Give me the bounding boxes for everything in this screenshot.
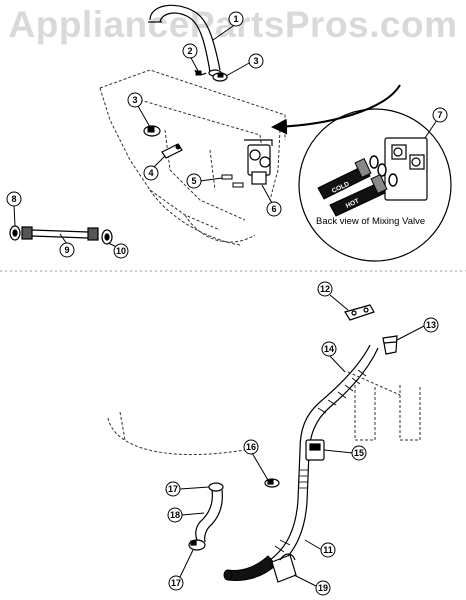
callout-3-left: 3 (127, 92, 151, 128)
callout-14: 14 (321, 341, 346, 373)
callout-8: 8 (6, 191, 22, 227)
elbow-hose-18 (195, 489, 223, 543)
callout-18: 18 (167, 507, 205, 523)
hose-clip-12 (344, 304, 375, 321)
callout-11: 11 (304, 539, 336, 558)
svg-text:18: 18 (170, 510, 180, 520)
svg-text:1: 1 (233, 14, 238, 24)
svg-text:9: 9 (64, 245, 69, 255)
inset-caption: Back view of Mixing Valve (316, 216, 426, 227)
svg-text:14: 14 (324, 344, 334, 354)
callout-9: 9 (59, 233, 75, 258)
svg-text:7: 7 (437, 110, 442, 120)
svg-text:4: 4 (148, 168, 153, 178)
callout-17-top: 17 (165, 481, 210, 497)
pointer-arrow (271, 84, 401, 135)
fill-hose (148, 4, 222, 77)
svg-text:15: 15 (354, 448, 364, 458)
inset-washers (369, 155, 398, 187)
hose-clamp-2 (194, 69, 207, 76)
svg-text:17: 17 (171, 578, 181, 588)
svg-text:19: 19 (318, 583, 328, 593)
callout-6: 6 (261, 184, 282, 217)
svg-text:2: 2 (187, 46, 192, 56)
svg-text:10: 10 (116, 246, 126, 256)
callout-2: 2 (182, 43, 199, 72)
hose-clamp-15 (305, 439, 325, 461)
svg-text:16: 16 (246, 442, 256, 452)
hose-clamp-3-top (212, 72, 228, 82)
callout-17-bottom: 17 (168, 549, 194, 591)
black-drain-hose (223, 555, 277, 581)
callout-7: 7 (424, 107, 448, 139)
svg-text:17: 17 (168, 484, 178, 494)
hose-clamp-3-left (143, 125, 161, 137)
drain-hose (269, 344, 379, 567)
hose-clamp-17-top (208, 482, 224, 492)
svg-text:3: 3 (132, 95, 137, 105)
screws-5 (221, 174, 244, 188)
hose-bracket-19 (271, 553, 297, 583)
callout-10: 10 (107, 242, 129, 259)
svg-text:8: 8 (11, 194, 16, 204)
standpipe (347, 371, 421, 441)
callout-19: 19 (293, 574, 331, 596)
callout-15: 15 (323, 445, 367, 461)
callout-1: 1 (212, 11, 244, 41)
callout-3-top: 3 (225, 53, 264, 77)
drain-hose-corrugation (274, 369, 367, 553)
hose-clamp-16 (264, 478, 280, 488)
hose-clamp-17-bottom (188, 539, 206, 551)
svg-text:3: 3 (253, 56, 258, 66)
svg-text:12: 12 (320, 284, 330, 294)
inset-valve-body (384, 137, 428, 201)
hose-connector-13 (382, 335, 398, 355)
mixing-valve-inset: COLD HOT (298, 108, 452, 262)
svg-text:5: 5 (191, 176, 196, 186)
callout-5: 5 (186, 173, 223, 189)
nozzle-4 (161, 143, 183, 159)
svg-text:11: 11 (323, 545, 333, 555)
callout-12: 12 (317, 281, 349, 311)
inset-hoses (317, 157, 388, 217)
svg-text:6: 6 (271, 204, 276, 214)
callout-4: 4 (143, 155, 166, 181)
mixing-valve (244, 139, 273, 185)
inlet-hose-assembly (9, 225, 113, 245)
callout-13: 13 (396, 317, 439, 341)
tub-outline (107, 411, 246, 456)
svg-text:13: 13 (426, 320, 436, 330)
callout-16: 16 (243, 439, 269, 481)
